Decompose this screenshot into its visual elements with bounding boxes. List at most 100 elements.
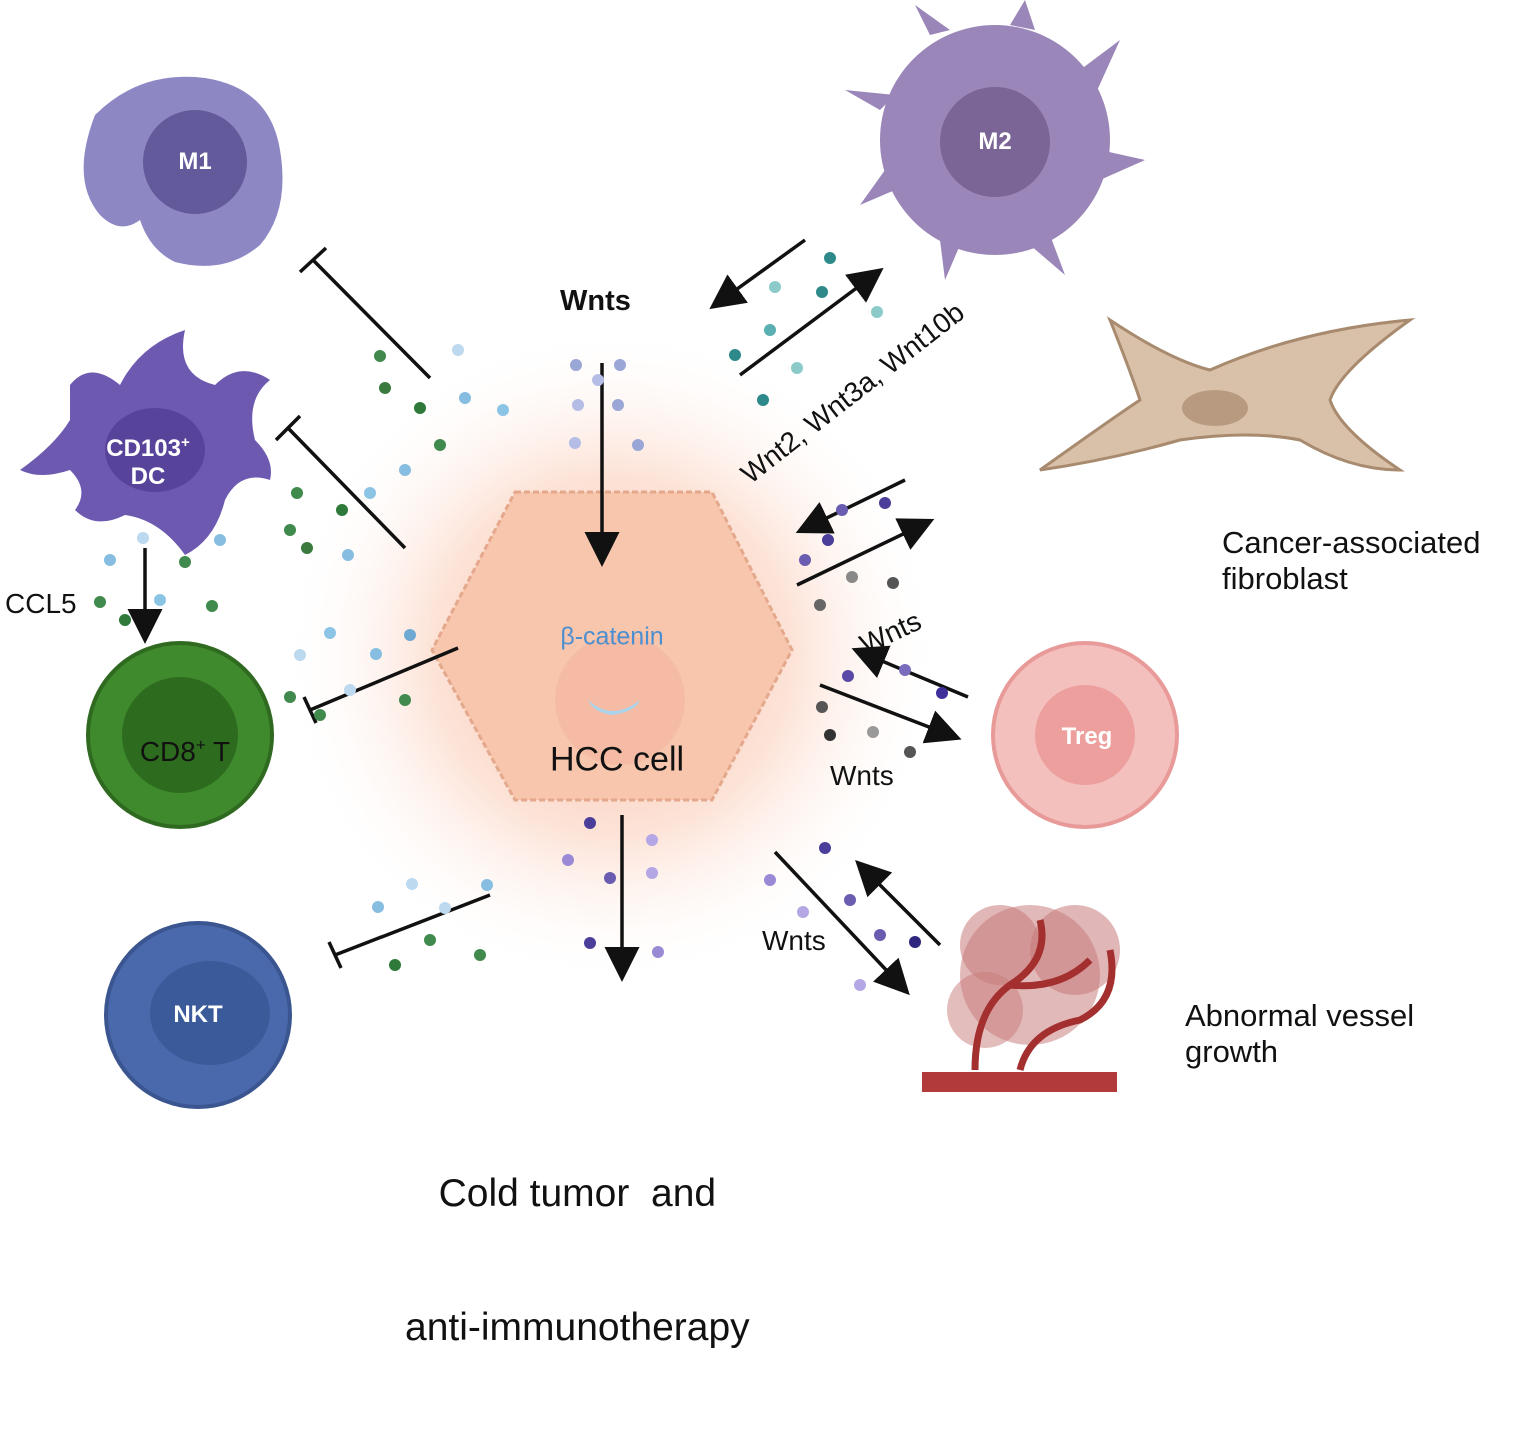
inhibit-cd8-bar bbox=[302, 696, 318, 724]
nkt-label: NKT bbox=[173, 1001, 223, 1029]
treg-cell bbox=[991, 641, 1179, 829]
hcc-cell bbox=[430, 490, 794, 802]
dc-cell bbox=[20, 330, 271, 555]
wnt-dot bbox=[646, 867, 658, 879]
wnt-dot bbox=[399, 464, 411, 476]
wnt-dot bbox=[104, 554, 116, 566]
wnt-dot bbox=[434, 439, 446, 451]
vessel-label-line2: growth bbox=[1185, 1033, 1279, 1069]
dc-label: CD103+ DC bbox=[106, 434, 189, 490]
wnt-dot bbox=[764, 874, 776, 886]
outcome-label: Cold tumor and anti-immunotherapy bbox=[405, 1082, 750, 1441]
wnt-dot bbox=[854, 979, 866, 991]
arrow-caf-to-hcc bbox=[795, 478, 906, 534]
wnt-dot bbox=[206, 600, 218, 612]
wnt-dot bbox=[584, 937, 596, 949]
wnt-dot bbox=[824, 729, 836, 741]
wnt-dot bbox=[439, 902, 451, 914]
wnt-dot bbox=[372, 901, 384, 913]
wnt-dot bbox=[612, 399, 624, 411]
arrow-vessel-to-hcc bbox=[855, 860, 942, 947]
cd8-label-sup: + bbox=[195, 735, 206, 755]
wnt-dot bbox=[301, 542, 313, 554]
wnt-dot bbox=[604, 872, 616, 884]
arrow-treg-to-hcc bbox=[851, 645, 969, 699]
wnt-dot bbox=[592, 374, 604, 386]
wnt-dot bbox=[867, 726, 879, 738]
wnt-dot bbox=[757, 394, 769, 406]
diagram: M1 M2 CD103+ DC CD8+ T NKT Treg HCC cell… bbox=[5, 0, 1480, 1349]
arrow-m2-to-wnts bbox=[709, 238, 807, 310]
wnt-dot bbox=[936, 687, 948, 699]
wnt-dot bbox=[314, 709, 326, 721]
wnt-dot bbox=[474, 949, 486, 961]
inhibit-nkt bbox=[334, 893, 491, 957]
wnt-dot bbox=[497, 404, 509, 416]
wnt-dot bbox=[379, 382, 391, 394]
cd8-label-tail: T bbox=[205, 736, 231, 768]
wnt-dot bbox=[324, 627, 336, 639]
inhibit-dc-bar bbox=[274, 414, 302, 442]
wnt-dot bbox=[764, 324, 776, 336]
wnt-dot bbox=[846, 571, 858, 583]
wnt-dot bbox=[570, 359, 582, 371]
outcome-label-line2: anti-immunotherapy bbox=[405, 1306, 750, 1350]
wnt-dot bbox=[632, 439, 644, 451]
m1-label: M1 bbox=[178, 148, 212, 176]
wnt-dot bbox=[799, 554, 811, 566]
wnt-dot bbox=[119, 614, 131, 626]
wnt-dot bbox=[562, 854, 574, 866]
m2-label: M2 bbox=[978, 128, 1012, 156]
wnt-dot bbox=[284, 524, 296, 536]
arrow-hcc-to-m2 bbox=[738, 267, 884, 377]
wnt-dot bbox=[370, 648, 382, 660]
wnt-dot bbox=[336, 504, 348, 516]
wnt-dot bbox=[452, 344, 464, 356]
inhibit-cd8 bbox=[309, 646, 459, 712]
wnt-dot bbox=[414, 402, 426, 414]
wnt-dot bbox=[294, 649, 306, 661]
wnt-dot bbox=[214, 534, 226, 546]
wnt-dot bbox=[874, 929, 886, 941]
dc-label-line2: DC bbox=[130, 462, 166, 490]
wnt-dot bbox=[406, 878, 418, 890]
inhibit-m1-bar bbox=[298, 246, 328, 274]
wnt-dot bbox=[374, 350, 386, 362]
caf-label: Cancer-associated fibroblast bbox=[1222, 525, 1480, 596]
wnts-top-label: Wnts bbox=[560, 285, 631, 317]
wnt-dot bbox=[871, 306, 883, 318]
caf-label-line2: fibroblast bbox=[1222, 560, 1348, 596]
nkt-cell bbox=[104, 921, 292, 1109]
wnt-dot bbox=[364, 487, 376, 499]
vessel-label-line1: Abnormal vessel bbox=[1185, 998, 1415, 1033]
wnt-dot bbox=[389, 959, 401, 971]
wnt-dot bbox=[822, 534, 834, 546]
dc-label-sup: + bbox=[180, 433, 190, 451]
wnt-dot bbox=[797, 906, 809, 918]
wnts-vessel-label: Wnts bbox=[762, 925, 826, 956]
wnt-dot bbox=[291, 487, 303, 499]
diagram-canvas bbox=[20, 0, 1416, 1109]
wnt-dot bbox=[814, 599, 826, 611]
wnt-dots bbox=[94, 252, 948, 991]
wnt-dot bbox=[154, 594, 166, 606]
wnt-dot bbox=[344, 684, 356, 696]
caf-label-line1: Cancer-associated bbox=[1222, 525, 1481, 560]
wnt-dot bbox=[399, 694, 411, 706]
wnt-dot bbox=[791, 362, 803, 374]
vessel-label: Abnormal vessel growth bbox=[1185, 998, 1414, 1069]
inhibit-dc bbox=[286, 426, 407, 550]
wnt-dot bbox=[844, 894, 856, 906]
wnt-dot bbox=[879, 497, 891, 509]
arrow-hcc-to-caf bbox=[796, 518, 935, 587]
wnt-dot bbox=[652, 946, 664, 958]
wnt-dot bbox=[284, 691, 296, 703]
outcome-label-line1: Cold tumor and bbox=[438, 1171, 717, 1215]
cd8-t-cell bbox=[86, 641, 274, 829]
wnt-dot bbox=[899, 664, 911, 676]
beta-catenin-label: β-catenin bbox=[560, 622, 664, 651]
wnt-dot bbox=[816, 286, 828, 298]
wnt-dot bbox=[819, 842, 831, 854]
treg-label: Treg bbox=[1061, 723, 1113, 751]
dc-label-line1: CD103 bbox=[106, 434, 181, 462]
